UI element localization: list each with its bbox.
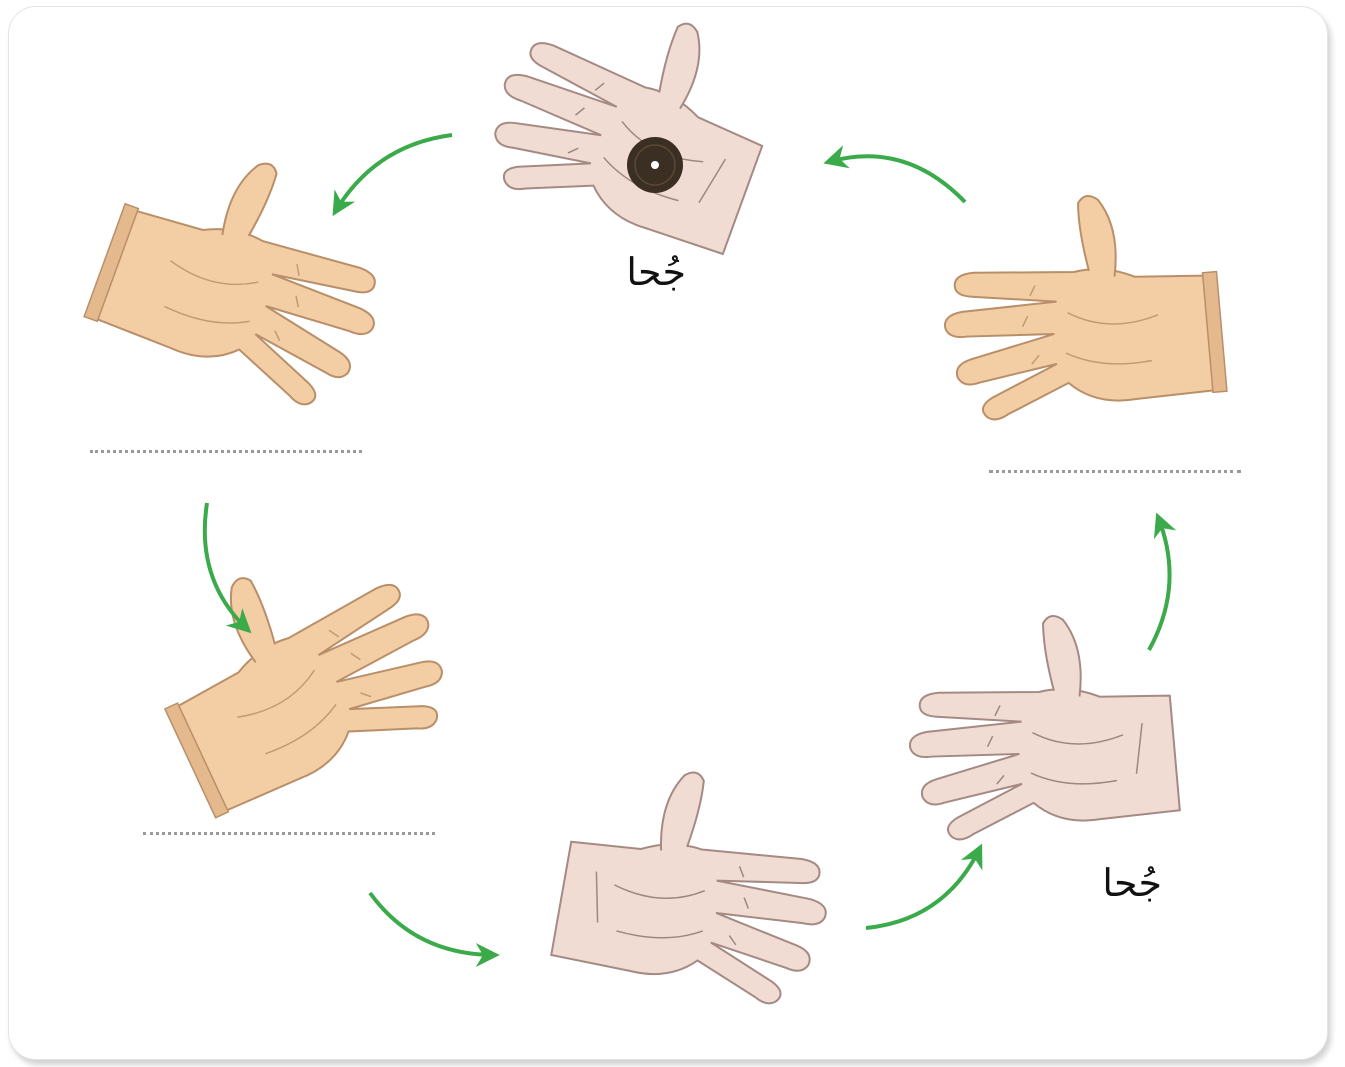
label-bottom-right-hand: جُحا (1072, 864, 1162, 902)
hand-lower-right (900, 606, 1181, 843)
answer-blank-upper-left[interactable] (90, 450, 362, 453)
hand-lower-left (128, 514, 468, 825)
coin-icon (627, 137, 683, 193)
answer-blank-upper-right[interactable] (989, 470, 1241, 473)
arrow-upper-right-to-top (828, 156, 965, 202)
arrow-lower-left-to-bottom (370, 893, 495, 955)
hand-bottom (550, 754, 846, 1011)
label-top-hand: جُحا (596, 253, 686, 291)
hand-upper-left (81, 122, 413, 418)
arrow-top-to-upper-left (335, 135, 452, 212)
arrow-bottom-to-lower-right (866, 848, 980, 928)
answer-blank-lower-left[interactable] (143, 832, 435, 835)
arrow-lower-right-to-upper-right (1149, 517, 1170, 650)
hand-top (472, 0, 793, 263)
hand-upper-right (935, 185, 1228, 423)
